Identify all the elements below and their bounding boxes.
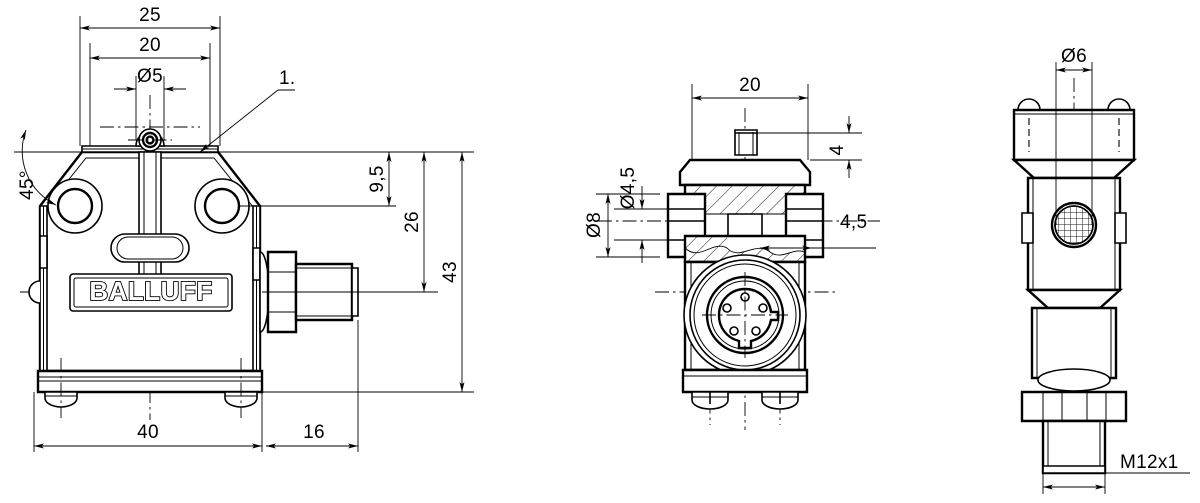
front-view-dimensions-right: 9,5 26 43	[218, 152, 474, 392]
dim-depth-4-5-label: 4,5	[840, 212, 867, 233]
front-view-dimensions-top: 25 20 Ø5	[80, 5, 220, 146]
dim-thread-m12-label: M12x1	[1120, 452, 1179, 473]
front-view-body: BALLUFF	[29, 129, 358, 418]
callout-1-label: 1.	[279, 68, 295, 89]
dim-width-20-label: 20	[139, 35, 161, 56]
rear-view-dimensions: Ø6 M12x1	[1043, 46, 1190, 494]
dim-height-9-5-label: 9,5	[367, 165, 388, 192]
oblong-slot	[111, 234, 189, 262]
pivot-screw-top	[128, 129, 172, 151]
dim-height-43-label: 43	[440, 261, 461, 283]
dim-height-26-label: 26	[402, 211, 423, 233]
side-view-dimensions: 20 4 Ø4,5 Ø8 4,5	[584, 75, 876, 263]
dim-hole-dia-5-label: Ø5	[137, 66, 163, 87]
dim-connector-16-label: 16	[303, 422, 325, 443]
dim-bore-dia-8-label: Ø8	[584, 212, 605, 238]
rear-view: Ø6 M12x1	[1014, 46, 1190, 494]
m12-connector-face	[684, 255, 806, 375]
side-view-body	[668, 130, 823, 409]
side-view-section: 20 4 Ø4,5 Ø8 4,5	[584, 75, 880, 430]
mounting-hole-left	[48, 179, 102, 233]
callout-1: 1.	[200, 68, 295, 152]
dim-bore-dia-4-5-label: Ø4,5	[618, 167, 639, 209]
front-view: BALLUFF 25	[14, 5, 474, 452]
dim-angle-45-label: 45°	[17, 170, 38, 200]
dim-body-length-40-label: 40	[137, 422, 159, 443]
brand-logo-text: BALLUFF	[89, 276, 212, 306]
front-view-dimensions-bottom: 40 16	[34, 320, 358, 452]
brand-logo: BALLUFF	[70, 274, 232, 311]
dim-hole-dia-6-label: Ø6	[1061, 46, 1087, 67]
dim-side-width-20-label: 20	[739, 75, 761, 96]
front-view-dimension-angle: 45°	[14, 130, 86, 205]
rear-view-body	[1014, 99, 1134, 473]
dim-width-25-label: 25	[139, 5, 161, 26]
dim-top-4-label: 4	[827, 144, 848, 155]
rear-target-hole	[1052, 203, 1102, 253]
